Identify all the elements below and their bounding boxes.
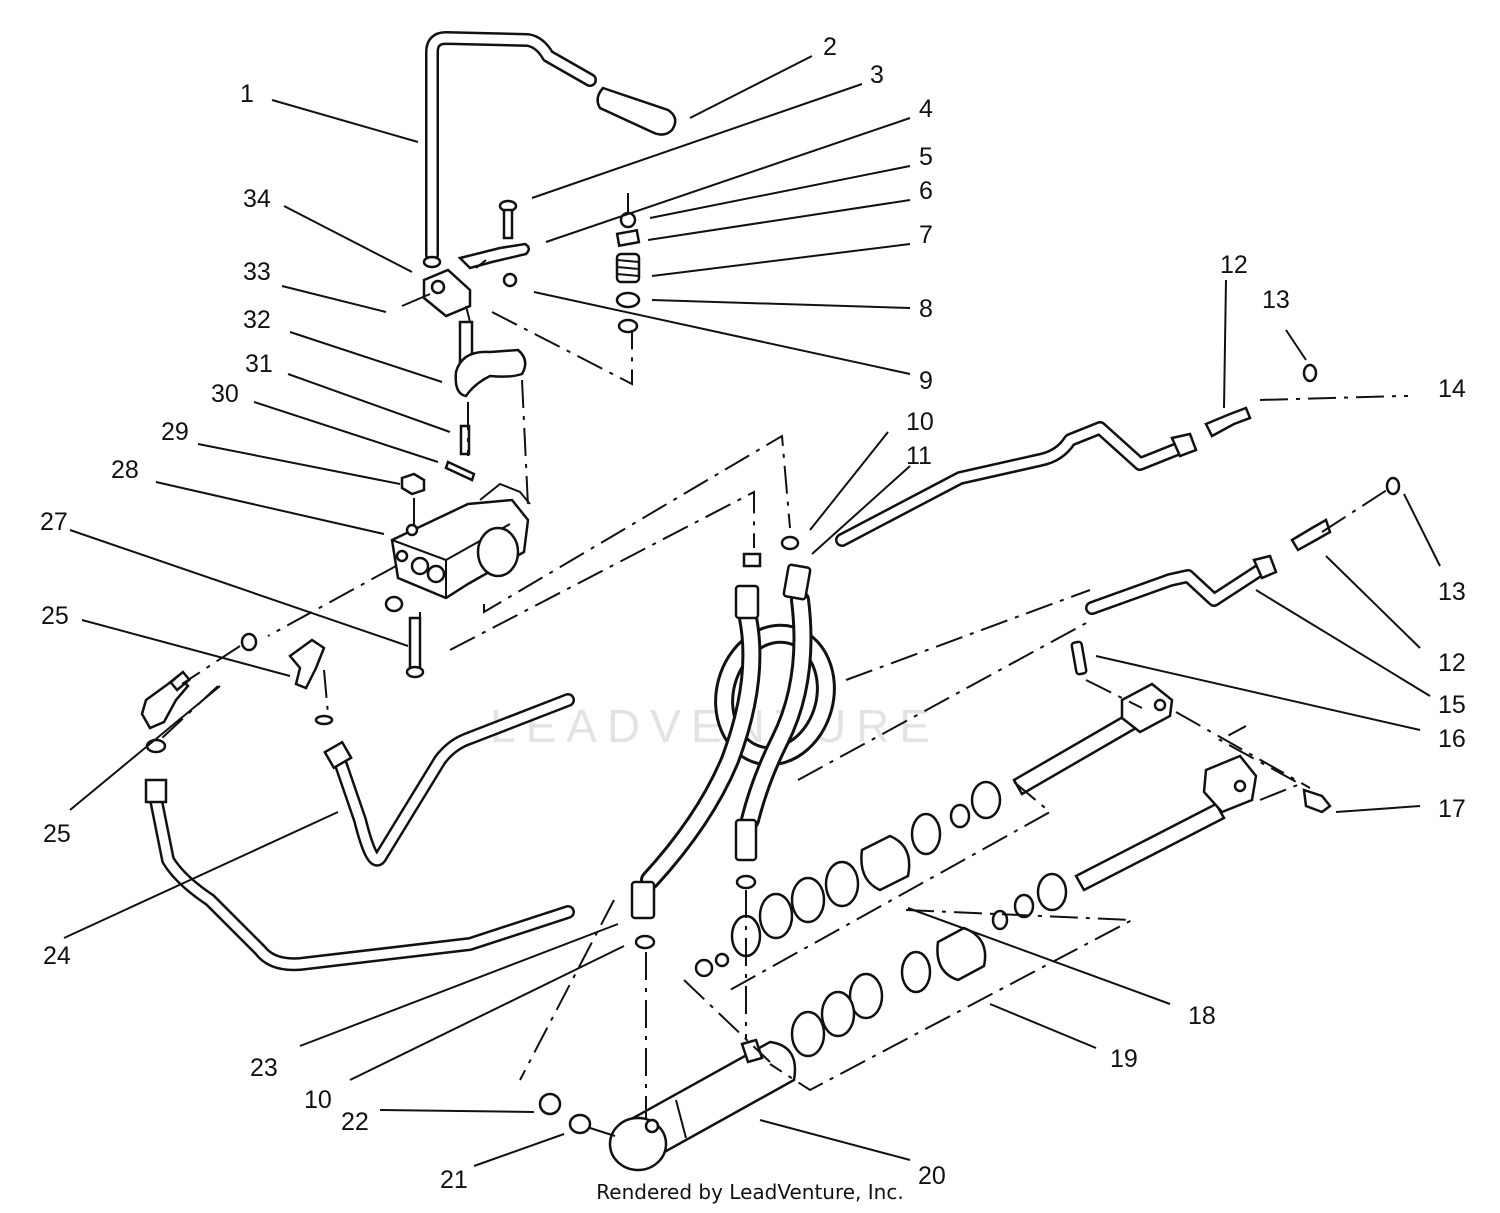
callout-29: 29 [161,418,189,446]
nut-9 [502,272,518,288]
seal-kit-18 [694,780,1002,978]
callout-25-lower: 25 [43,820,71,848]
crank-arm [454,320,527,398]
adapter-12-lower [1290,476,1401,552]
callout-10-lower: 10 [304,1086,332,1114]
callout-17: 17 [1438,795,1466,823]
hydraulic-tube-23 [144,778,575,972]
callout-6: 6 [919,177,933,205]
cylinder-rod-upper [1012,682,1174,796]
pivot-block [401,268,472,323]
bracket-4 [457,242,530,270]
callout-5: 5 [919,143,933,171]
hydraulic-cylinder [608,1038,797,1172]
elbow-fitting-right [288,638,334,726]
clevis-pin-17 [1302,788,1332,814]
hydraulic-tube-24 [323,693,575,867]
hydraulic-tube-11 [835,421,1198,547]
callout-30: 30 [211,380,239,408]
flexible-hoses [630,535,836,950]
callout-2: 2 [823,33,837,61]
callout-31: 31 [245,350,273,378]
spring-assembly-5-8 [615,193,641,334]
callout-11: 11 [906,442,932,470]
callout-1: 1 [240,80,254,108]
callout-16: 16 [1438,725,1466,753]
callout-9: 9 [919,367,933,395]
pin-30 [444,460,476,482]
washer-27 [384,595,404,613]
seal-kit-19 [790,872,1068,1058]
callout-22: 22 [341,1108,369,1136]
lever-grip [596,86,677,136]
cylinder-rod-lower [1074,754,1258,892]
assembly-lines [161,311,1401,1118]
callout-34: 34 [243,185,271,213]
callout-8: 8 [919,295,933,323]
callout-24: 24 [43,942,71,970]
callout-32: 32 [243,306,271,334]
leader-lines [63,55,1441,1167]
credit-line: Rendered by LeadVenture, Inc. [596,1180,904,1204]
callout-19: 19 [1110,1045,1138,1073]
nut-29 [400,472,426,496]
callout-13-upper: 13 [1262,286,1290,314]
callout-15: 15 [1438,691,1466,719]
callout-27: 27 [40,508,68,536]
bolt-3 [498,199,518,240]
bolt-27 [405,616,425,679]
roll-pin-16 [1070,640,1088,676]
callout-21: 21 [440,1166,468,1194]
callout-28: 28 [111,456,139,484]
callout-33: 33 [243,258,271,286]
adapter-12-upper [1204,363,1318,438]
callout-3: 3 [870,61,884,89]
callout-23: 23 [250,1054,278,1082]
callout-18: 18 [1188,1002,1216,1030]
callout-13-lower: 13 [1438,578,1466,606]
control-valve [390,482,531,600]
callout-labels: 1 2 3 4 5 6 7 8 9 10 11 12 13 14 13 12 1… [40,33,1466,1194]
fitting-21-22 [538,1092,616,1137]
callout-12-upper: 12 [1220,251,1248,279]
callout-10-upper: 10 [906,408,934,436]
hydraulic-tube-15 [1085,554,1278,615]
callout-4: 4 [919,95,933,123]
lift-lever [422,31,597,269]
callout-12-lower: 12 [1438,649,1466,677]
callout-25-upper: 25 [41,602,69,630]
callout-20: 20 [918,1162,946,1190]
callout-7: 7 [919,221,933,249]
callout-14: 14 [1438,375,1466,403]
